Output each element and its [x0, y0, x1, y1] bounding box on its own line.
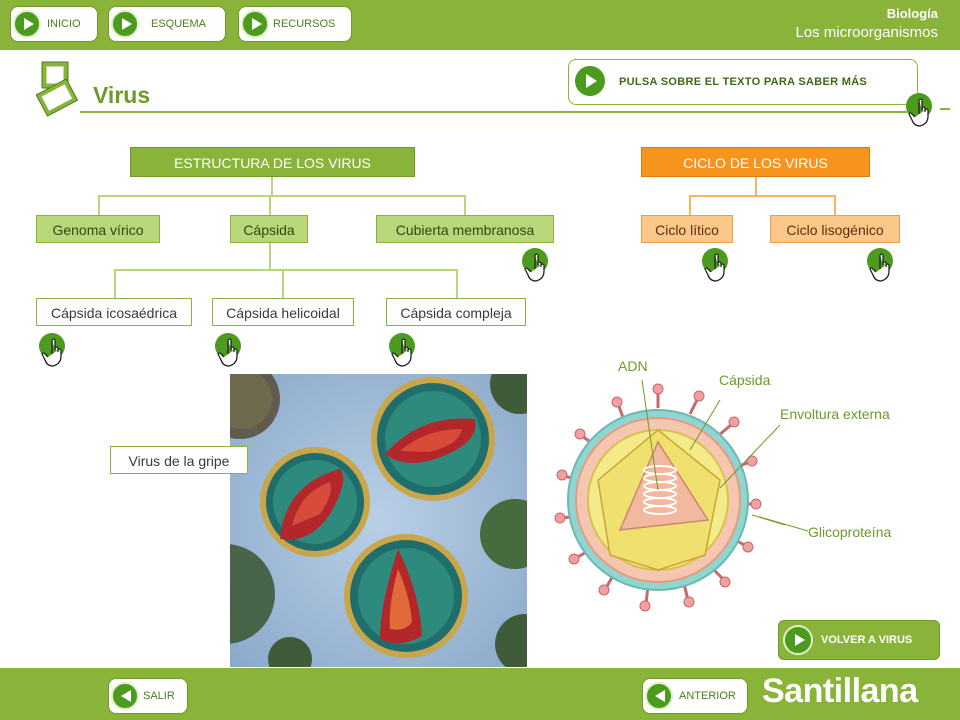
label-glicoproteina: Glicoproteína — [808, 524, 892, 540]
hand-cursor-icon[interactable] — [214, 332, 248, 370]
hint-banner: PULSA SOBRE EL TEXTO PARA SABER MÁS — [568, 59, 918, 105]
ciclo-lisogenico-box[interactable]: Ciclo lisogénico — [770, 215, 900, 243]
connector — [114, 269, 458, 271]
salir-button[interactable]: SALIR — [108, 678, 188, 714]
influenza-micrograph — [230, 374, 527, 667]
hand-cursor-icon[interactable] — [905, 92, 939, 130]
connector — [269, 243, 271, 269]
play-icon — [783, 625, 813, 655]
connector — [834, 195, 836, 215]
hand-cursor-icon[interactable] — [388, 332, 422, 370]
inicio-button[interactable]: INICIO — [10, 6, 98, 42]
connector — [689, 195, 691, 215]
play-icon — [241, 10, 269, 38]
hand-cursor-icon[interactable] — [521, 247, 555, 285]
capsida-icosaedrica-box[interactable]: Cápsida icosaédrica — [36, 298, 192, 326]
santillana-logo: Santillana — [762, 672, 918, 710]
structure-header[interactable]: ESTRUCTURA DE LOS VIRUS — [130, 147, 415, 177]
section-logo-icon — [35, 61, 79, 117]
volver-label: VOLVER A VIRUS — [821, 634, 913, 646]
label-capsida: Cápsida — [719, 372, 771, 388]
hand-cursor-icon[interactable] — [866, 247, 900, 285]
photo-caption: Virus de la gripe — [110, 446, 248, 474]
ciclo-litico-box[interactable]: Ciclo lítico — [641, 215, 733, 243]
anterior-button[interactable]: ANTERIOR — [642, 678, 748, 714]
esquema-button[interactable]: ESQUEMA — [108, 6, 226, 42]
title-divider — [80, 111, 908, 113]
connector — [464, 195, 466, 215]
play-icon — [13, 10, 41, 38]
connector — [282, 269, 284, 298]
recursos-button[interactable]: RECURSOS — [238, 6, 352, 42]
glycoprotein-leader-line — [760, 516, 809, 532]
hand-cursor-icon[interactable] — [38, 332, 72, 370]
label-envoltura-externa: Envoltura externa — [780, 406, 890, 422]
topic-label: Los microorganismos — [795, 24, 938, 41]
cubierta-membranosa-box[interactable]: Cubierta membranosa — [376, 215, 554, 243]
subject-label: Biología — [886, 6, 938, 21]
hand-cursor-icon[interactable] — [701, 247, 735, 285]
page-title: Virus — [93, 82, 151, 108]
connector — [755, 177, 757, 195]
title-divider-end — [940, 108, 950, 110]
connector — [456, 269, 458, 298]
connector — [114, 269, 116, 298]
capsida-compleja-box[interactable]: Cápsida compleja — [386, 298, 526, 326]
capsida-helicoidal-box[interactable]: Cápsida helicoidal — [212, 298, 354, 326]
virus-structure-diagram — [540, 380, 785, 620]
hint-text: PULSA SOBRE EL TEXTO PARA SABER MÁS — [619, 76, 868, 88]
recursos-label: RECURSOS — [273, 18, 336, 30]
volver-a-virus-button[interactable]: VOLVER A VIRUS — [778, 620, 940, 660]
back-arrow-icon — [645, 682, 673, 710]
connector — [98, 195, 465, 197]
capsida-box[interactable]: Cápsida — [230, 215, 308, 243]
anterior-label: ANTERIOR — [679, 690, 736, 702]
cycle-header[interactable]: CICLO DE LOS VIRUS — [641, 147, 870, 177]
play-icon — [575, 66, 605, 96]
esquema-label: ESQUEMA — [151, 18, 207, 30]
play-icon — [111, 10, 139, 38]
inicio-label: INICIO — [47, 18, 81, 30]
connector — [271, 177, 273, 195]
salir-label: SALIR — [143, 690, 175, 702]
connector — [98, 195, 100, 215]
connector — [689, 195, 836, 197]
back-arrow-icon — [111, 682, 139, 710]
genoma-virico-box[interactable]: Genoma vírico — [36, 215, 160, 243]
label-adn: ADN — [618, 358, 648, 374]
connector — [269, 195, 271, 215]
